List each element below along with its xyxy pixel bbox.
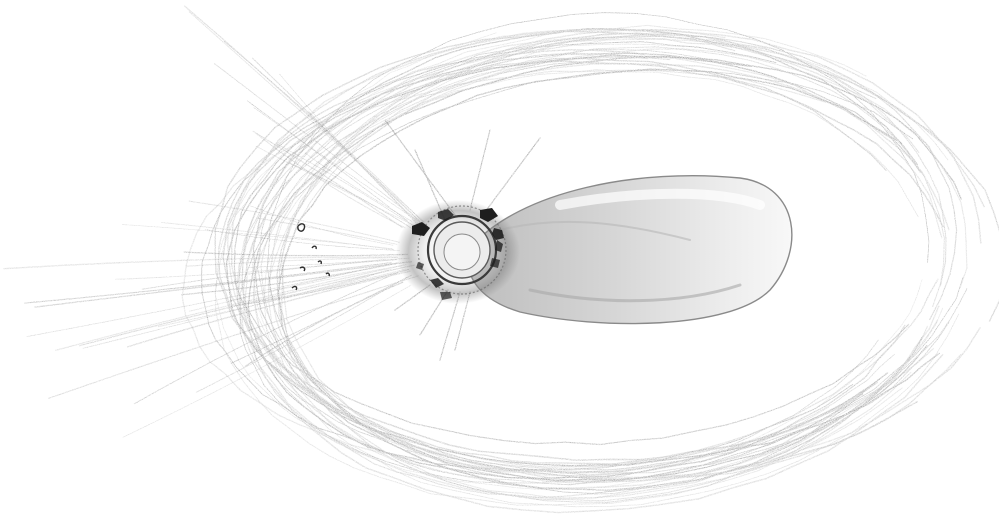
pencil-sketch-illustration <box>0 0 999 523</box>
